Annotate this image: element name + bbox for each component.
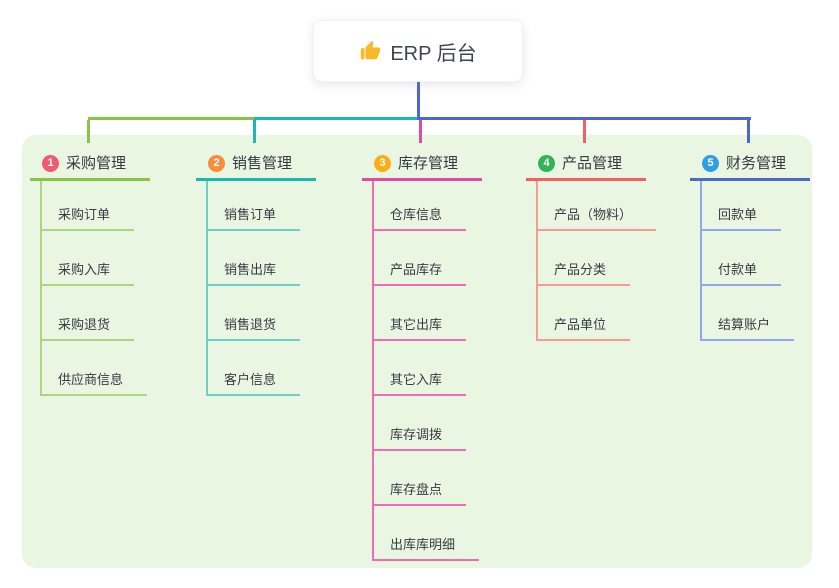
child-node[interactable]: 产品库存 — [374, 231, 467, 286]
connector-bus-right — [420, 117, 751, 120]
child-node[interactable]: 采购订单 — [42, 181, 135, 231]
branch-badge: 3 — [374, 155, 391, 172]
branch-node-label: 财务管理 — [726, 155, 787, 172]
child-node[interactable]: 其它入库 — [374, 341, 467, 396]
connector-root-drop — [417, 82, 420, 120]
branch-node-1[interactable]: 1 采购管理 — [30, 150, 150, 181]
child-node-label: 结算账户 — [718, 317, 771, 332]
branch-badge: 4 — [538, 155, 555, 172]
child-node-label: 库存盘点 — [390, 482, 443, 497]
child-node[interactable]: 回款单 — [702, 181, 782, 231]
child-node[interactable]: 仓库信息 — [374, 181, 467, 231]
child-node[interactable]: 产品分类 — [538, 231, 631, 286]
branch-badge: 2 — [208, 155, 225, 172]
branch-children: 回款单付款单结算账户 — [700, 181, 839, 341]
child-node-label: 产品单位 — [554, 317, 607, 332]
branch-column-5: 5 财务管理回款单付款单结算账户 — [690, 150, 839, 341]
branch-children: 产品（物料） 产品分类产品单位 — [536, 181, 676, 341]
branch-column-1: 1 采购管理采购订单采购入库采购退货供应商信息 — [30, 150, 180, 396]
connector-branch-drop-3 — [419, 120, 422, 143]
connector-bus-mid — [254, 117, 420, 120]
branch-badge: 5 — [702, 155, 719, 172]
child-node[interactable]: 供应商信息 — [42, 341, 148, 396]
child-node-label: 库存调拨 — [390, 427, 443, 442]
child-node[interactable]: 产品（物料） — [538, 181, 657, 231]
child-node[interactable]: 客户信息 — [208, 341, 301, 396]
child-node-label: 出库库明细 — [390, 537, 456, 552]
child-node-label: 产品库存 — [390, 262, 443, 277]
branch-badge: 1 — [42, 155, 59, 172]
child-node[interactable]: 其它出库 — [374, 286, 467, 341]
thumbs-up-icon — [359, 40, 381, 62]
child-node-label: 采购订单 — [58, 207, 111, 222]
branch-children: 采购订单采购入库采购退货供应商信息 — [40, 181, 180, 396]
child-node[interactable]: 采购入库 — [42, 231, 135, 286]
child-node-label: 销售退货 — [224, 317, 277, 332]
child-node-label: 仓库信息 — [390, 207, 443, 222]
root-node[interactable]: ERP 后台 — [313, 20, 523, 82]
branch-node-2[interactable]: 2 销售管理 — [196, 150, 316, 181]
child-node[interactable]: 采购退货 — [42, 286, 135, 341]
branch-node-label: 产品管理 — [562, 155, 623, 172]
child-node[interactable]: 库存调拨 — [374, 396, 467, 451]
branch-node-3[interactable]: 3 库存管理 — [362, 150, 482, 181]
branch-node-4[interactable]: 4 产品管理 — [526, 150, 646, 181]
child-node[interactable]: 出库库明细 — [374, 506, 480, 561]
connector-branch-drop-5 — [747, 120, 750, 143]
child-node-label: 产品（物料） — [554, 207, 633, 222]
child-node-label: 其它入库 — [390, 372, 443, 387]
root-node-label: ERP 后台 — [390, 42, 477, 65]
branch-column-2: 2 销售管理销售订单销售出库销售退货客户信息 — [196, 150, 346, 396]
child-node-label: 销售出库 — [224, 262, 277, 277]
child-node[interactable]: 付款单 — [702, 231, 782, 286]
child-node-label: 客户信息 — [224, 372, 277, 387]
branch-node-label: 采购管理 — [66, 155, 127, 172]
connector-bus-left — [88, 117, 254, 120]
branch-node-label: 库存管理 — [398, 155, 459, 172]
child-node[interactable]: 销售出库 — [208, 231, 301, 286]
child-node-label: 销售订单 — [224, 207, 277, 222]
branch-children: 销售订单销售出库销售退货客户信息 — [206, 181, 346, 396]
connector-branch-drop-2 — [253, 120, 256, 143]
child-node[interactable]: 产品单位 — [538, 286, 631, 341]
connector-branch-drop-4 — [583, 120, 586, 143]
branch-node-label: 销售管理 — [232, 155, 293, 172]
child-node-label: 回款单 — [718, 207, 758, 222]
child-node[interactable]: 销售退货 — [208, 286, 301, 341]
child-node[interactable]: 销售订单 — [208, 181, 301, 231]
child-node-label: 付款单 — [718, 262, 758, 277]
child-node[interactable]: 结算账户 — [702, 286, 795, 341]
child-node-label: 产品分类 — [554, 262, 607, 277]
connector-branch-drop-1 — [87, 120, 90, 143]
branch-children: 仓库信息产品库存其它出库其它入库库存调拨库存盘点出库库明细 — [372, 181, 512, 561]
branch-column-4: 4 产品管理产品（物料） 产品分类产品单位 — [526, 150, 676, 341]
branch-column-3: 3 库存管理仓库信息产品库存其它出库其它入库库存调拨库存盘点出库库明细 — [362, 150, 512, 561]
child-node-label: 供应商信息 — [58, 372, 124, 387]
branches-panel — [22, 135, 812, 568]
child-node[interactable]: 库存盘点 — [374, 451, 467, 506]
branch-node-5[interactable]: 5 财务管理 — [690, 150, 810, 181]
child-node-label: 采购退货 — [58, 317, 111, 332]
child-node-label: 其它出库 — [390, 317, 443, 332]
child-node-label: 采购入库 — [58, 262, 111, 277]
